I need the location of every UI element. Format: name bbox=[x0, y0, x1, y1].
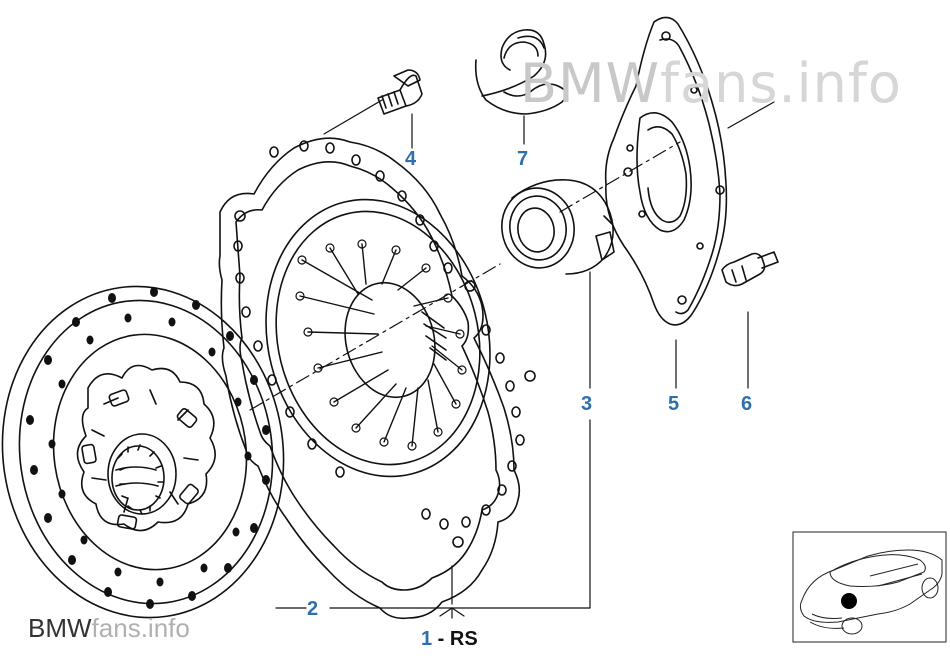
callout-6[interactable]: 6 bbox=[741, 393, 752, 416]
guide-bolt[interactable] bbox=[721, 251, 779, 287]
callout-7[interactable]: 7 bbox=[517, 148, 528, 171]
leader-lines bbox=[249, 99, 775, 619]
callout-2-label: 2 bbox=[307, 598, 319, 620]
callout-6-label: 6 bbox=[741, 393, 753, 415]
callout-2[interactable]: 2 bbox=[307, 598, 318, 621]
callout-1-label: 1 bbox=[421, 628, 433, 650]
vehicle-thumbnail bbox=[792, 531, 947, 643]
callout-1[interactable]: 1 - RS bbox=[421, 628, 478, 651]
guide-plate[interactable] bbox=[604, 16, 728, 326]
callout-1-suffix: - RS bbox=[432, 628, 478, 650]
callout-5[interactable]: 5 bbox=[668, 393, 679, 416]
watermark-bottom-suffix: fans.info bbox=[91, 613, 190, 643]
hex-screw[interactable] bbox=[377, 69, 423, 115]
spring-clip[interactable] bbox=[474, 28, 567, 115]
watermark-top: BMWfans.info bbox=[520, 52, 902, 115]
callout-4[interactable]: 4 bbox=[405, 148, 416, 171]
location-marker bbox=[841, 593, 857, 609]
callout-3[interactable]: 3 bbox=[581, 393, 592, 416]
clutch-disc[interactable] bbox=[0, 268, 305, 636]
watermark-bottom-prefix: BMW bbox=[28, 613, 92, 643]
callout-7-label: 7 bbox=[517, 148, 529, 170]
watermark-bottom: BMWfans.info bbox=[28, 613, 190, 644]
callout-3-label: 3 bbox=[581, 393, 593, 415]
watermark-top-prefix: BMW bbox=[520, 52, 661, 115]
pressure-plate[interactable] bbox=[218, 137, 536, 620]
callout-4-label: 4 bbox=[405, 148, 417, 170]
release-bearing[interactable] bbox=[496, 179, 615, 275]
watermark-top-suffix: fans.info bbox=[660, 52, 902, 115]
callout-5-label: 5 bbox=[668, 393, 680, 415]
